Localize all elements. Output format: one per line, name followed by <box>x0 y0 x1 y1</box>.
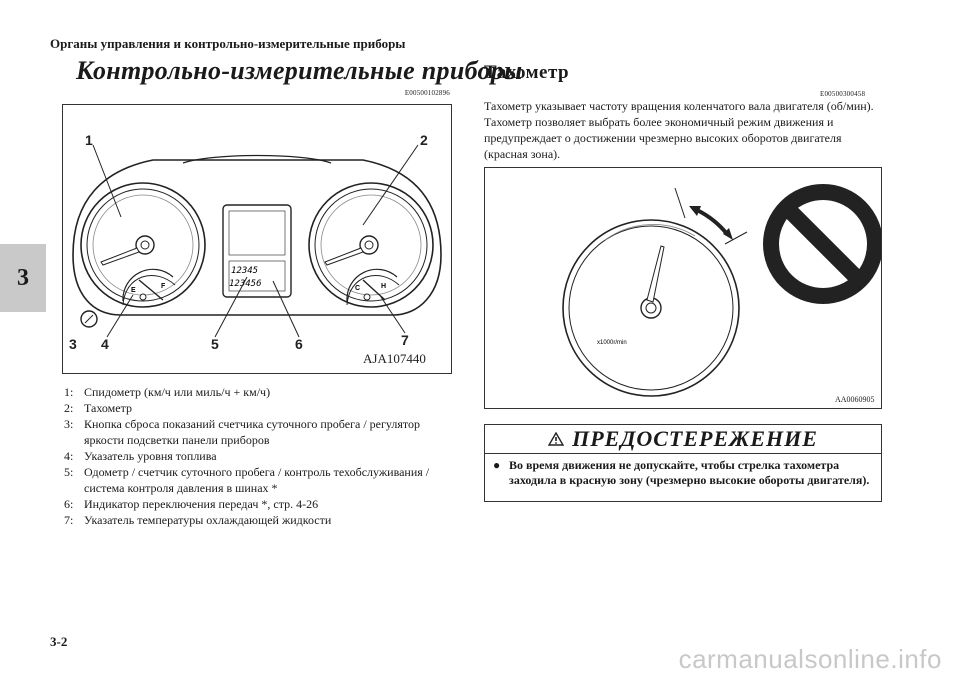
trip-display-text: 12345 <box>231 266 258 276</box>
fuel-full-label: F <box>161 283 166 290</box>
bullet-icon: ● <box>493 458 501 472</box>
page-number: 3-2 <box>50 634 68 649</box>
instrument-cluster-figure: E F C H 12345 123456 <box>62 104 452 374</box>
callout-1: 1 <box>85 132 93 148</box>
callout-numbers: 1 2 3 4 5 6 7 <box>69 132 428 352</box>
chapter-number: 3 <box>17 264 29 291</box>
tachometer-description: Тахометр указывает частоту вращения коле… <box>484 99 874 161</box>
figure-id-label: AJA107440 <box>363 351 426 366</box>
chapter-tab: 3 <box>0 244 46 312</box>
callout-6: 6 <box>295 336 303 352</box>
callout-7: 7 <box>401 332 409 348</box>
redzone-marker <box>674 187 748 245</box>
center-display: 12345 123456 <box>222 204 292 298</box>
tachometer-code: E00500300458 <box>820 90 866 98</box>
cluster-outline <box>72 159 442 316</box>
callout-2: 2 <box>420 132 428 148</box>
legend-item: 4:Указатель уровня топлива <box>64 449 217 463</box>
temp-cold-label: C <box>355 285 360 292</box>
section-header-title: Органы управления и контрольно-измерител… <box>50 36 406 51</box>
figure-id-label: AA0060905 <box>835 395 875 404</box>
speedometer-gauge <box>80 182 206 308</box>
callout-lines <box>92 144 419 338</box>
reset-knob <box>80 310 98 328</box>
tachometer-heading: Тахометр <box>484 62 570 83</box>
temp-hot-label: H <box>381 283 386 290</box>
cluster-hood <box>182 154 332 164</box>
odometer-display-text: 123456 <box>229 279 262 289</box>
tachometer-dial: x1000r/min <box>562 219 740 397</box>
instruments-code: E00500102896 <box>404 89 450 97</box>
warning-title: ПРЕДОСТЕРЕЖЕНИЕ <box>572 426 818 451</box>
warning-body: ● Во время движения не допускайте, чтобы… <box>485 454 881 492</box>
callout-5: 5 <box>211 336 219 352</box>
legend-item: 6:Индикатор переключения передач *, стр.… <box>64 497 319 511</box>
tachometer-gauge <box>308 182 434 308</box>
legend-item: 7:Указатель температуры охлаждающей жидк… <box>64 513 332 527</box>
warning-box: ПРЕДОСТЕРЕЖЕНИЕ ● Во время движения не д… <box>484 424 882 502</box>
instruments-heading: Контрольно-измерительные приборы <box>76 56 523 85</box>
warning-triangle-icon <box>548 432 565 446</box>
temperature-gauge: C H <box>346 268 400 306</box>
callout-4: 4 <box>101 336 109 352</box>
legend-item: 2:Тахометр <box>64 401 132 415</box>
warning-text: Во время движения не допускайте, чтобы с… <box>509 458 870 487</box>
tachometer-figure: x1000r/min AA0060905 <box>484 167 883 409</box>
prohibited-icon <box>763 184 883 304</box>
callout-3: 3 <box>69 336 77 352</box>
fuel-empty-label: E <box>131 287 136 294</box>
watermark: carmanualsonline.info <box>678 644 942 674</box>
legend-item: 5:Одометр / счетчик суточного пробега / … <box>64 465 430 495</box>
legend-item: 1:Спидометр (км/ч или миль/ч + км/ч) <box>64 385 271 399</box>
component-legend: 1:Спидометр (км/ч или миль/ч + км/ч) 2:Т… <box>64 384 454 528</box>
legend-item: 3:Кнопка сброса показаний счетчика суточ… <box>64 417 420 447</box>
instrument-cluster-illustration: E F C H 12345 123456 <box>69 132 442 366</box>
rpm-unit-label: x1000r/min <box>597 340 627 346</box>
tachometer-illustration: x1000r/min AA0060905 <box>562 184 883 404</box>
fuel-gauge: E F <box>122 268 176 306</box>
warning-header: ПРЕДОСТЕРЕЖЕНИЕ <box>485 425 881 454</box>
